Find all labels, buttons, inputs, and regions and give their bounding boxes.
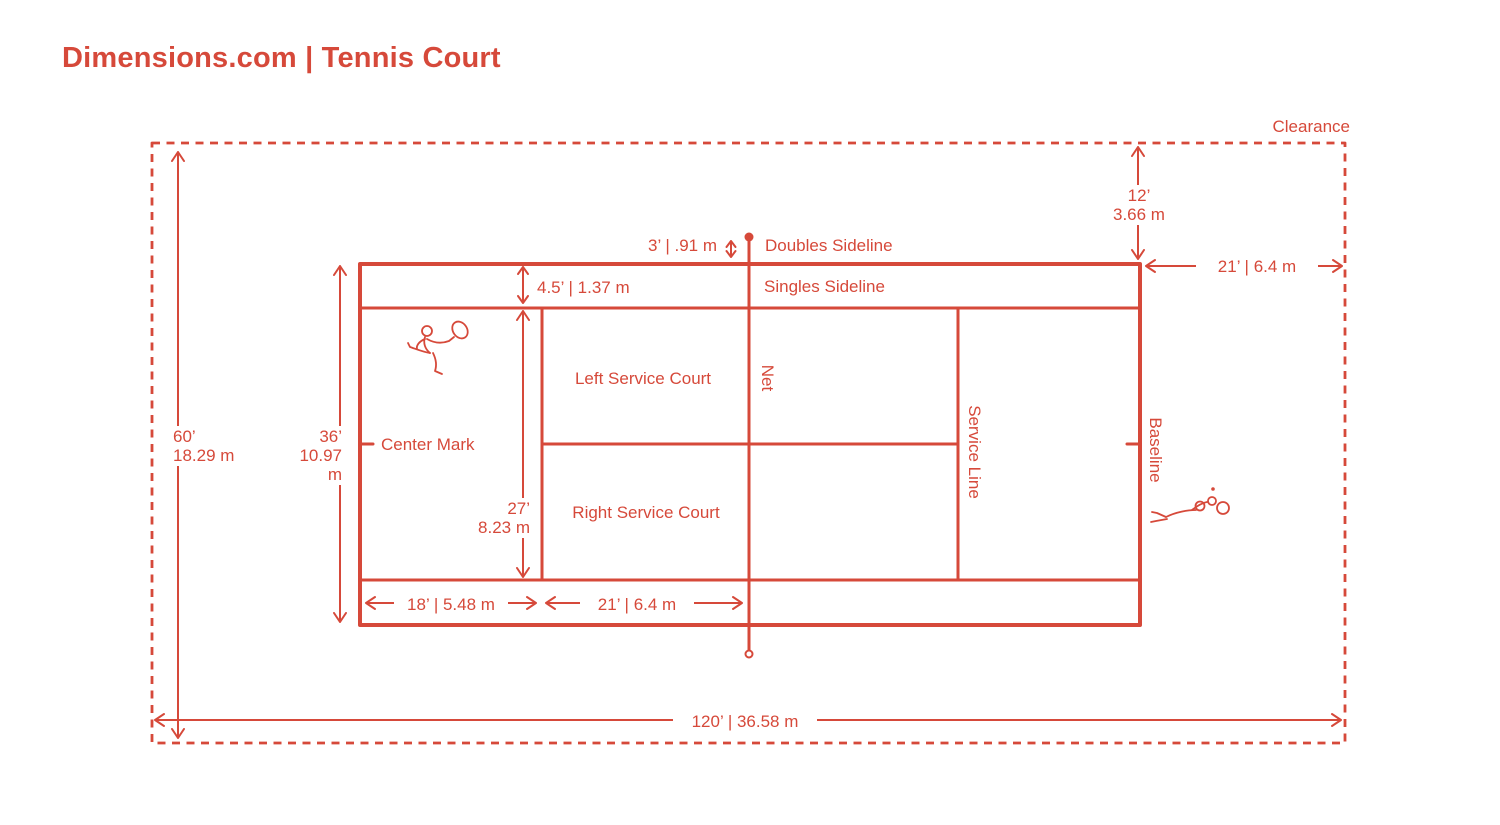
dim-60ft-label: 60’ 18.29 m — [168, 426, 240, 466]
service-line-label: Service Line — [965, 405, 985, 499]
clearance-label: Clearance — [1272, 117, 1351, 136]
dim-36ft-label: 36’ 10.97 m — [281, 426, 347, 485]
serving-player-figure — [408, 319, 471, 374]
dim-21ft-right-label: 21’ | 6.4 m — [1196, 256, 1318, 277]
page-title: Dimensions.com | Tennis Court — [62, 42, 501, 74]
tennis-ball — [1217, 502, 1229, 514]
dim-27ft-label: 27’ 8.23 m — [469, 498, 535, 538]
diving-player-figure — [1151, 487, 1229, 522]
net-label: Net — [758, 364, 778, 392]
dim-27ft-feet: 27’ — [507, 499, 530, 518]
doubles-sideline-label: Doubles Sideline — [765, 236, 893, 255]
dim-line-3ft — [727, 241, 736, 257]
clearance-boundary — [152, 143, 1345, 743]
dim-12ft-label: 12’ 3.66 m — [1084, 185, 1194, 225]
racket-head — [1208, 497, 1216, 505]
net-post-bottom-dot — [746, 651, 753, 658]
singles-sideline-label: Singles Sideline — [764, 277, 885, 296]
dim-4-5ft-label: 4.5’ | 1.37 m — [537, 278, 630, 297]
dim-27ft-meters: 8.23 m — [478, 518, 530, 537]
dim-60ft-feet: 60’ — [173, 427, 196, 446]
dim-12ft-meters: 3.66 m — [1113, 205, 1165, 224]
baseline-label: Baseline — [1146, 417, 1166, 483]
net-line — [744, 232, 754, 658]
dim-36ft-meters: 10.97 m — [299, 446, 342, 484]
dim-21ft-bottom-label: 21’ | 6.4 m — [580, 594, 694, 615]
net-post-top-dot — [744, 232, 754, 242]
center-mark-label: Center Mark — [381, 435, 475, 454]
dim-36ft-feet: 36’ — [319, 427, 342, 446]
left-service-court-label: Left Service Court — [574, 369, 712, 388]
dim-120ft-label: 120’ | 36.58 m — [673, 711, 817, 732]
dim-18ft-label: 18’ | 5.48 m — [394, 594, 508, 615]
dim-3ft-label: 3’ | .91 m — [648, 236, 717, 255]
dim-line-4-5ft — [518, 267, 528, 303]
right-service-court-label: Right Service Court — [572, 503, 720, 522]
dim-12ft-feet: 12’ — [1127, 186, 1151, 205]
dim-60ft-meters: 18.29 m — [173, 446, 235, 465]
